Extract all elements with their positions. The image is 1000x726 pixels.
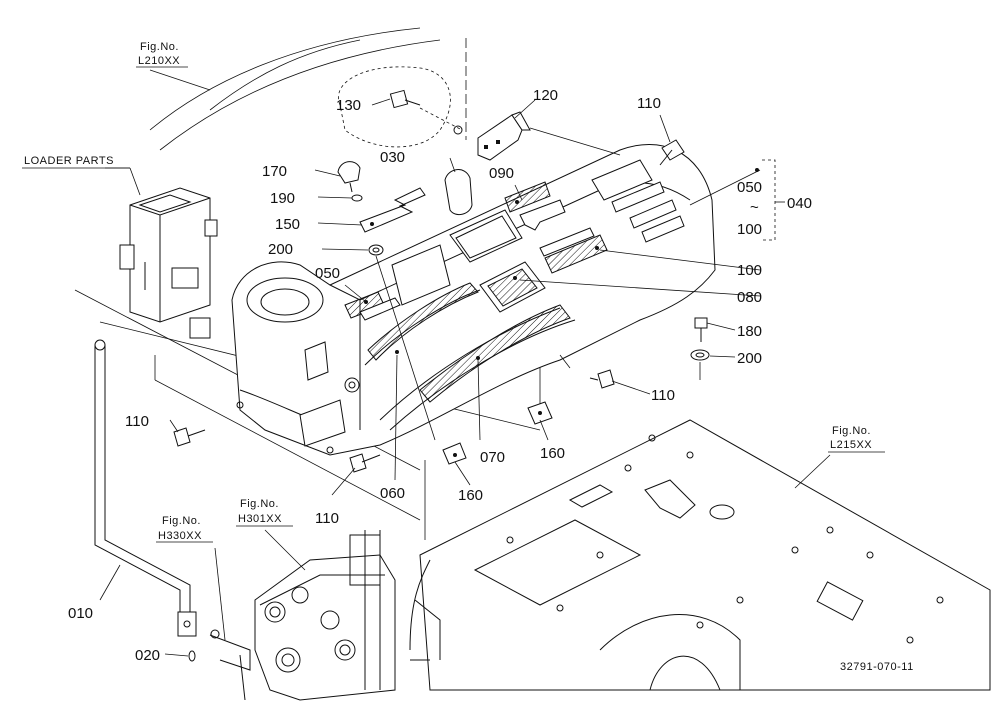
part-callout: 120	[533, 87, 558, 104]
part-callout: 130	[336, 97, 361, 114]
range-bracket	[762, 159, 785, 241]
bolt-130	[338, 66, 463, 148]
fig-ref-line2: H330XX	[158, 530, 202, 542]
fig-ref-h301xx: Fig.No. H301XX	[236, 498, 293, 527]
fig-ref-line1: Fig.No.	[140, 41, 179, 53]
part-callout: 160	[458, 487, 483, 504]
bolt-110-lower	[349, 453, 381, 473]
part-callout: 150	[275, 216, 300, 233]
part-callout: 090	[489, 165, 514, 182]
lever-150	[359, 187, 426, 233]
dashboard-panel	[231, 143, 759, 456]
knob-030	[444, 169, 473, 216]
part-callout: 190	[270, 190, 295, 207]
part-callout: 110	[125, 413, 149, 430]
fig-ref-line2: L210XX	[138, 55, 180, 67]
hydraulic-valve	[209, 530, 396, 701]
part-callout: 030	[380, 149, 405, 166]
clip-160-right	[527, 401, 553, 425]
part-callout: 050	[315, 265, 340, 282]
part-callout: 110	[637, 95, 661, 112]
fender-outline	[149, 27, 467, 151]
fig-ref-l210xx: Fig.No. L210XX	[136, 41, 188, 68]
fig-ref-line1: Fig.No.	[162, 515, 201, 527]
fig-ref-line2: H301XX	[238, 513, 282, 525]
drawing-number: 32791-070-11	[840, 661, 914, 673]
part-callout: 080	[737, 289, 762, 306]
fig-ref-line1: Fig.No.	[240, 498, 279, 510]
bolt-110-mid	[559, 354, 615, 389]
part-callout: 160	[540, 445, 565, 462]
part-callout: 010	[68, 605, 93, 622]
washer-190	[351, 194, 363, 202]
screw-180	[694, 317, 708, 342]
bracket-120	[477, 111, 621, 161]
part-callout: 110	[315, 510, 339, 527]
loader-bracket	[119, 187, 218, 339]
knob-170	[337, 161, 361, 193]
part-callout: 070	[480, 449, 505, 466]
range-from-label: 050	[737, 179, 762, 196]
fig-ref-line1: Fig.No.	[832, 425, 871, 437]
fig-ref-line2: L215XX	[830, 439, 872, 451]
part-callout: 170	[262, 163, 287, 180]
bolt-110-top	[659, 139, 685, 166]
assembly-label: 040	[787, 195, 812, 212]
floor-plate	[409, 419, 991, 691]
bolt-110-left	[173, 427, 206, 447]
part-callout: 200	[268, 241, 293, 258]
range-to-label: 100	[737, 221, 762, 238]
fig-ref-h330xx: Fig.No. H330XX	[156, 515, 213, 543]
part-callout: 200	[737, 350, 762, 367]
rod-010	[94, 339, 197, 637]
part-callout: 020	[135, 647, 160, 664]
washer-200-upper	[368, 244, 436, 441]
part-callout: 100	[737, 262, 762, 279]
range-tilde-label: ~	[750, 199, 759, 216]
part-callout: 180	[737, 323, 762, 340]
pin-020	[188, 650, 196, 662]
fig-ref-l215xx: Fig.No. L215XX	[828, 425, 885, 453]
leader-lines	[99, 69, 831, 657]
washer-200-lower	[690, 349, 710, 380]
clip-160-left	[442, 442, 467, 465]
part-callout: 110	[651, 387, 675, 404]
group-label-loader-parts: LOADER PARTS	[24, 155, 114, 167]
part-callout: 060	[380, 485, 405, 502]
